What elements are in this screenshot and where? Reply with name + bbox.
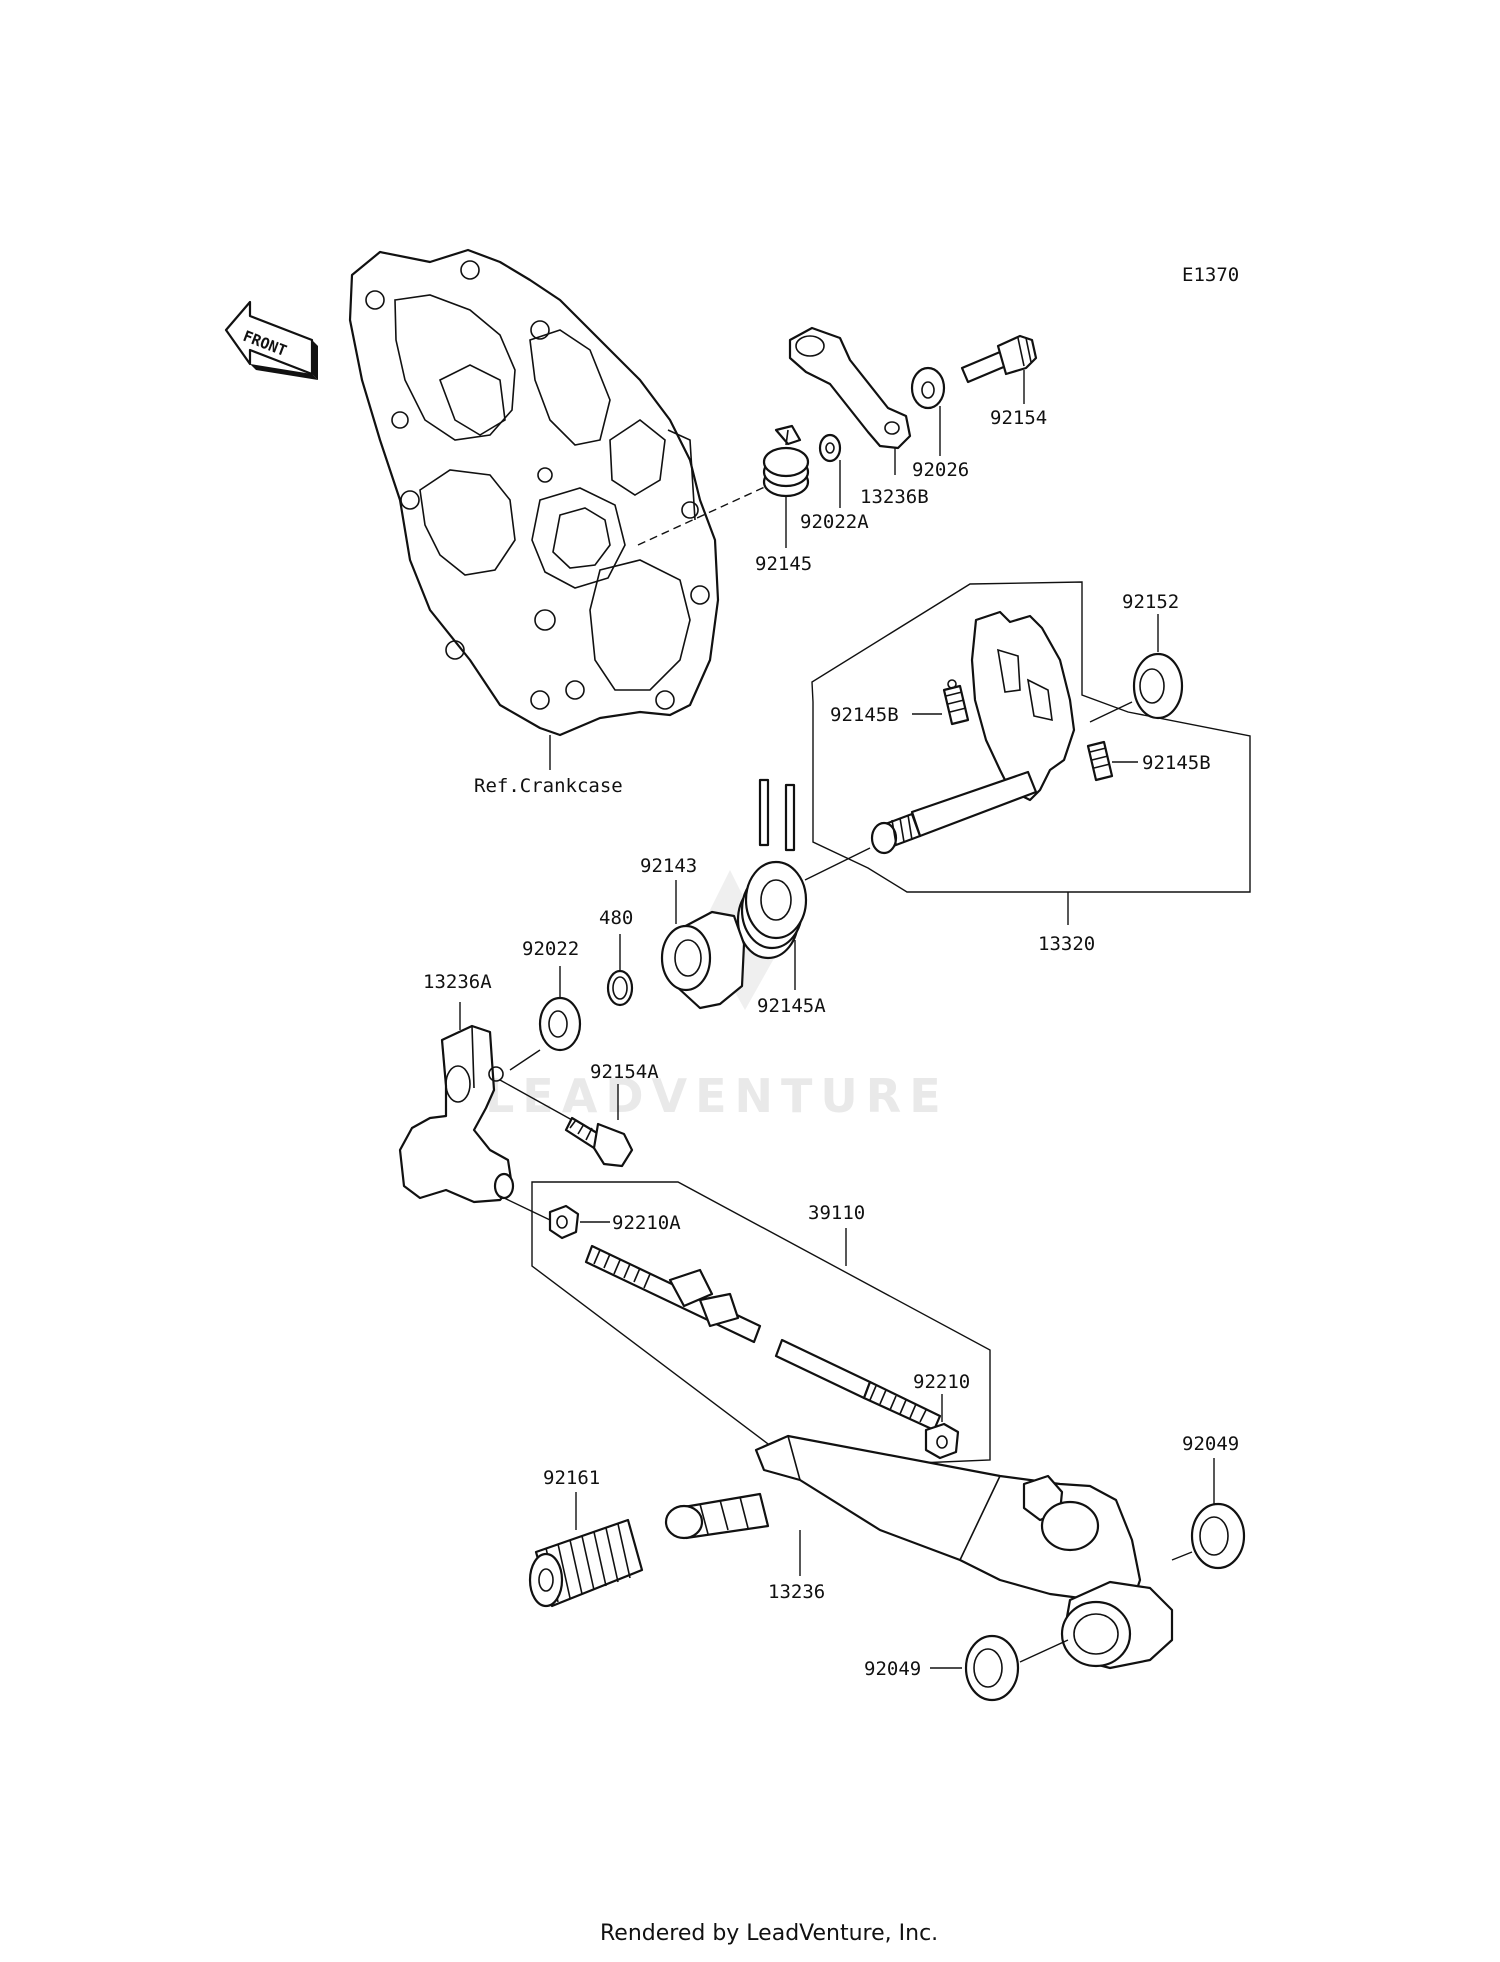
collar-92143 xyxy=(660,910,746,1010)
rubber-92161 xyxy=(528,1518,644,1608)
label-92022: 92022 xyxy=(522,938,579,960)
arm-13236b xyxy=(788,326,912,450)
bolt-92154a xyxy=(564,1116,634,1168)
label-13236: 13236 xyxy=(768,1581,825,1603)
label-92145a: 92145A xyxy=(757,995,826,1017)
label-13236b: 13236B xyxy=(860,486,929,508)
shift-shaft-13320 xyxy=(870,610,1076,855)
nut-92210 xyxy=(924,1422,960,1460)
label-92022a: 92022A xyxy=(800,511,869,533)
lever-13236a xyxy=(398,1024,515,1204)
washer-92022a xyxy=(818,433,842,463)
label-92026: 92026 xyxy=(912,459,969,481)
label-39110: 39110 xyxy=(808,1202,865,1224)
label-92154a: 92154A xyxy=(590,1061,659,1083)
seal-92049-top xyxy=(1190,1502,1246,1570)
label-13320: 13320 xyxy=(1038,933,1095,955)
label-92161: 92161 xyxy=(543,1467,600,1489)
spring-92145 xyxy=(762,424,810,498)
washer-92022 xyxy=(538,996,582,1052)
washer-92152 xyxy=(1132,652,1184,720)
crankcase-drawing xyxy=(348,248,720,770)
label-92154: 92154 xyxy=(990,407,1047,429)
label-92145: 92145 xyxy=(755,553,812,575)
washer-92026 xyxy=(910,366,946,410)
shift-rod-39110 xyxy=(584,1244,942,1432)
nut-92210a xyxy=(548,1204,580,1240)
circlip-480 xyxy=(606,969,634,1007)
spring-92145b-left xyxy=(942,679,970,726)
watermark-text: LEADVENTURE xyxy=(485,1069,949,1123)
label-92210a: 92210A xyxy=(612,1212,681,1234)
footer-credit: Rendered by LeadVenture, Inc. xyxy=(600,1921,938,1946)
spring-92145a xyxy=(736,778,808,960)
spring-92145b-right xyxy=(1086,740,1114,782)
label-480: 480 xyxy=(599,907,633,929)
seal-92049-bottom xyxy=(964,1634,1020,1702)
label-92145b-left: 92145B xyxy=(830,704,899,726)
label-92143: 92143 xyxy=(640,855,697,877)
label-92145b-right: 92145B xyxy=(1142,752,1211,774)
label-ref-crankcase: Ref.Crankcase xyxy=(474,775,623,797)
label-92152: 92152 xyxy=(1122,591,1179,613)
label-13236a: 13236A xyxy=(423,971,492,993)
pedal-13236 xyxy=(664,1434,1174,1670)
front-arrow-icon: FRONT xyxy=(224,300,318,380)
label-92049-bottom: 92049 xyxy=(864,1658,921,1680)
label-92049-top: 92049 xyxy=(1182,1433,1239,1455)
diagram-id: E1370 xyxy=(1182,264,1239,286)
bolt-92154 xyxy=(960,334,1038,384)
label-92210: 92210 xyxy=(913,1371,970,1393)
